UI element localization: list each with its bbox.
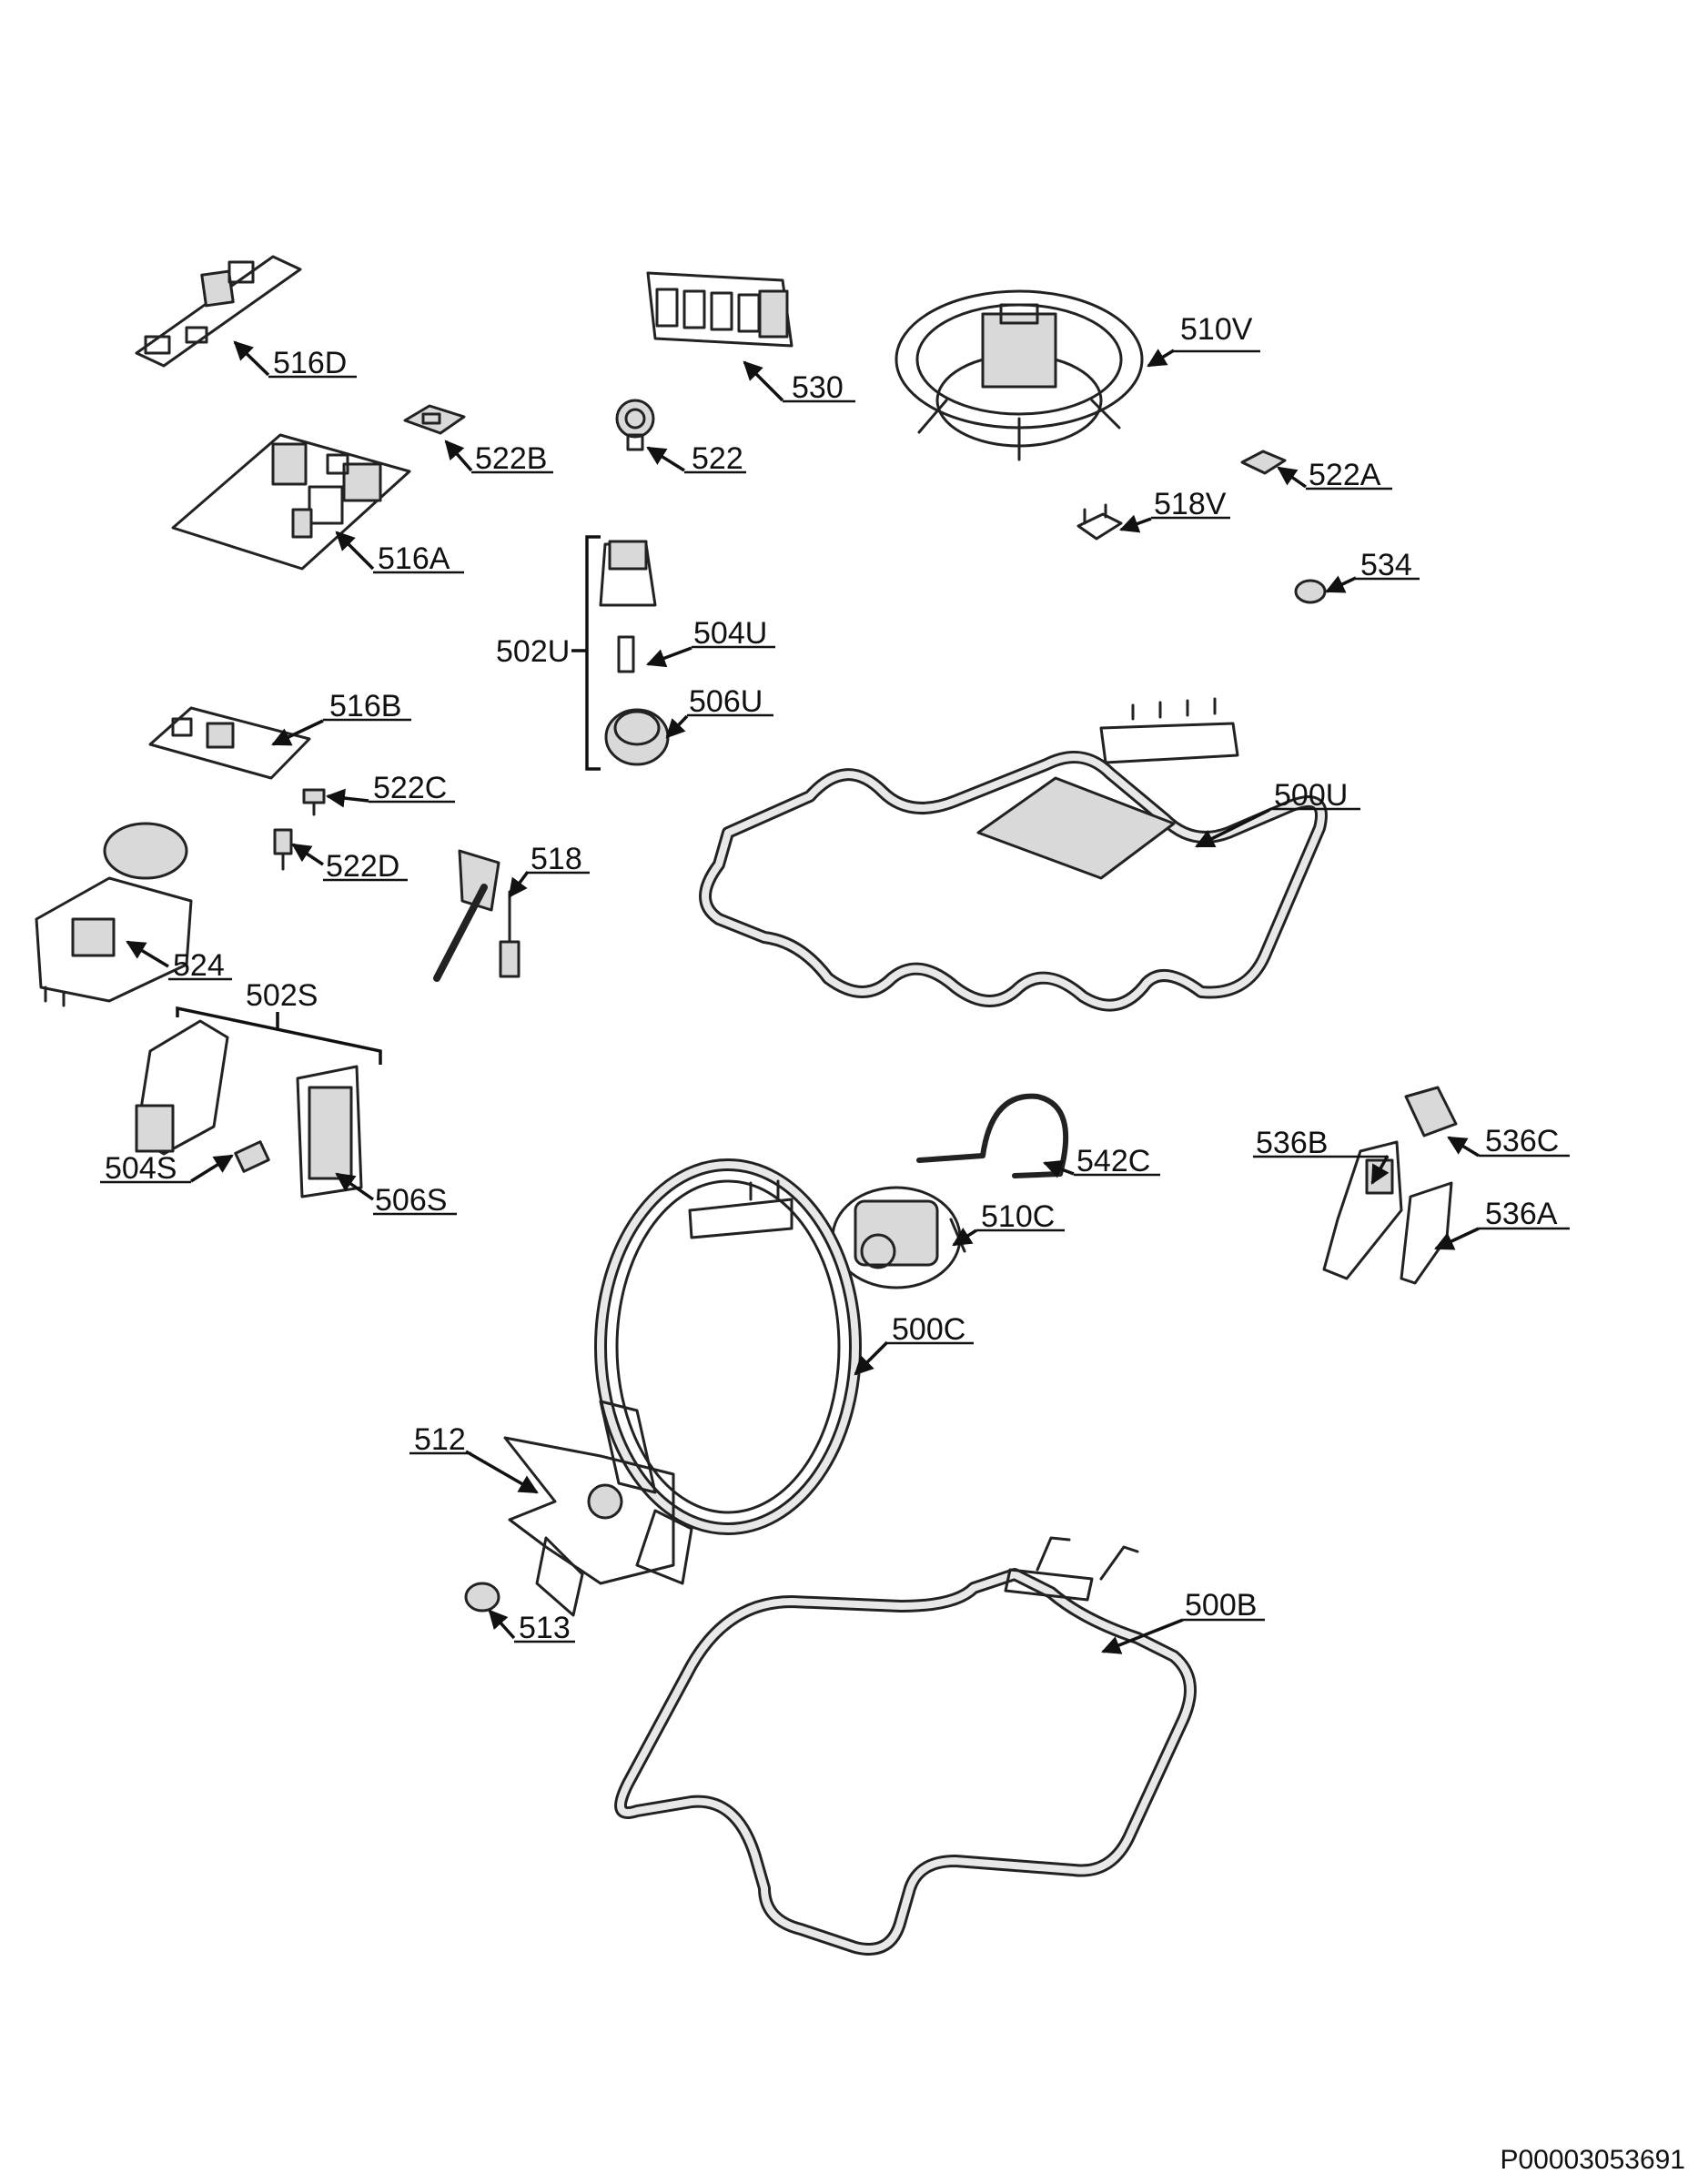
label-530: 530 [792, 370, 844, 405]
part-522B-clip [403, 404, 466, 435]
part-labels: 516D 516A 522B 530 522 510V 522A 518V 53… [100, 312, 1685, 2175]
label-510V: 510V [1180, 312, 1253, 347]
label-518: 518 [531, 842, 582, 876]
part-522A-clip [1240, 450, 1287, 475]
label-516A: 516A [378, 541, 450, 576]
part-518-probe [433, 849, 521, 982]
label-500U: 500U [1274, 778, 1348, 813]
part-534-lamp [1294, 579, 1327, 604]
part-516A-board [171, 433, 411, 571]
label-506S: 506S [375, 1183, 447, 1218]
label-536A: 536A [1485, 1197, 1558, 1231]
label-516D: 516D [273, 346, 347, 380]
part-500C-ring-element [594, 1158, 862, 1535]
label-522A: 522A [1309, 458, 1381, 492]
part-516B-board [148, 706, 311, 780]
label-504S: 504S [105, 1151, 177, 1186]
part-536B-switch [1322, 1140, 1403, 1280]
part-524-door-lock [35, 822, 193, 1007]
label-504U: 504U [693, 616, 767, 651]
label-536C: 536C [1485, 1124, 1559, 1158]
label-518V: 518V [1154, 487, 1227, 521]
part-522D-sensor [273, 828, 293, 871]
part-530-terminal-block [646, 271, 793, 348]
label-510C: 510C [981, 1199, 1055, 1234]
label-522: 522 [692, 441, 743, 476]
part-522-fuse [615, 399, 655, 451]
part-513-nut [464, 1582, 500, 1613]
label-500B: 500B [1185, 1588, 1257, 1623]
part-518V-sensor [1076, 503, 1123, 541]
label-502S: 502S [246, 978, 318, 1013]
part-510C-motor [831, 1186, 966, 1289]
label-522D: 522D [326, 849, 399, 884]
part-516D-board [135, 255, 302, 368]
label-506U: 506U [689, 684, 763, 719]
part-536A-bracket [1400, 1181, 1453, 1285]
part-536C-switch [1404, 1086, 1458, 1138]
part-502U-knob-group [599, 540, 670, 766]
label-522C: 522C [373, 771, 447, 805]
label-500C: 500C [892, 1312, 965, 1347]
leader-lines [126, 340, 1480, 1654]
label-536B: 536B [1256, 1126, 1328, 1160]
part-510V-fan-assembly [894, 289, 1144, 461]
part-542C-clip [916, 1093, 1069, 1178]
part-500B-bottom-element [614, 1536, 1197, 1956]
document-code: P00003053691 [1500, 2145, 1685, 2175]
label-542C: 542C [1076, 1144, 1150, 1178]
part-512-fan-blade [503, 1400, 693, 1617]
label-534: 534 [1360, 548, 1412, 582]
label-524: 524 [173, 948, 225, 983]
part-522C-sensor [302, 788, 326, 816]
label-502U: 502U [496, 634, 570, 669]
label-512: 512 [414, 1422, 466, 1457]
label-516B: 516B [329, 689, 401, 723]
part-500U-grill-element [699, 697, 1328, 1012]
label-513: 513 [519, 1611, 571, 1645]
part-502S-knob-assembly [135, 1019, 363, 1198]
label-522B: 522B [475, 441, 547, 476]
